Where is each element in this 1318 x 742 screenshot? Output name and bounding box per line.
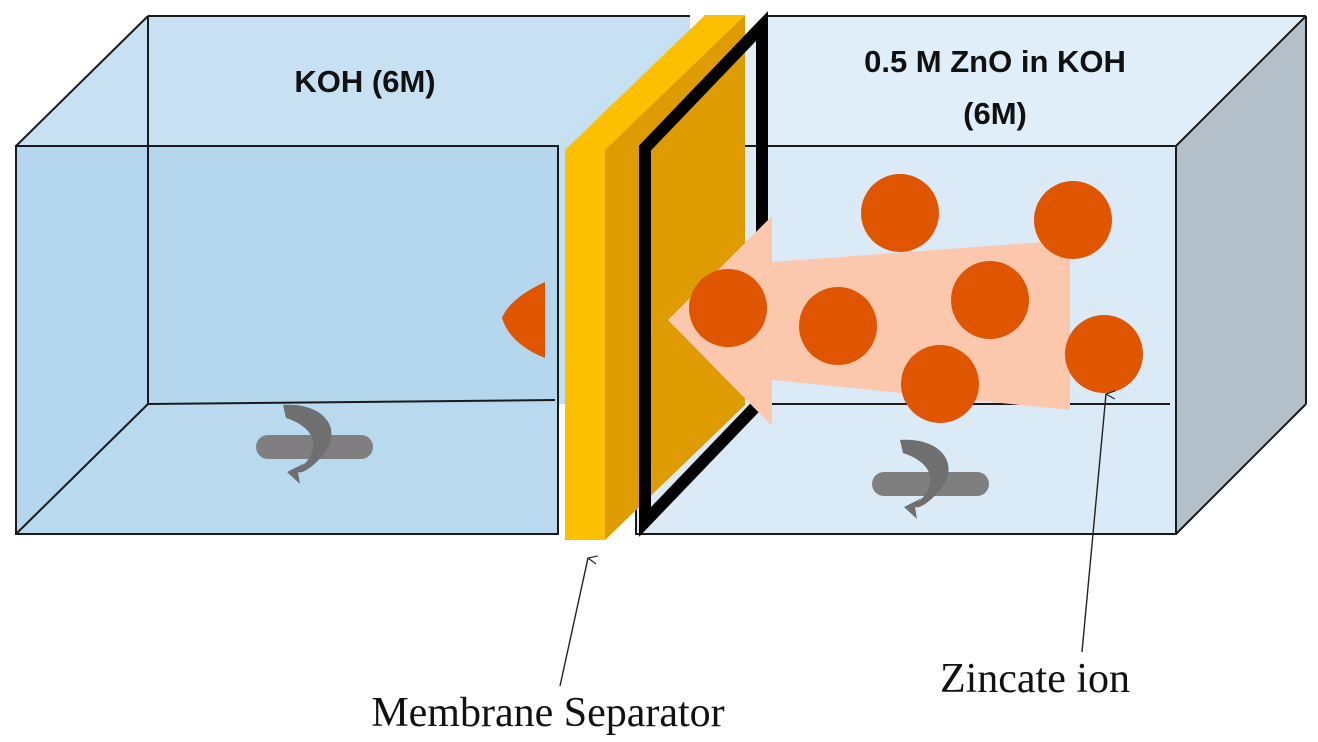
right-magnetic-stirrer	[872, 439, 989, 519]
left-tank-front-face	[16, 146, 558, 534]
pointer-arrow-icon	[1081, 394, 1106, 653]
zincate-ion-partial	[502, 282, 545, 358]
membrane-separator-label: Membrane Separator	[371, 690, 724, 736]
zincate-ion	[1034, 181, 1112, 259]
right-tank-label-line2: (6M)	[963, 96, 1027, 131]
rotation-arrow-icon	[283, 404, 332, 484]
left-tank-top-face	[16, 16, 690, 146]
pointer-arrow-icon	[559, 558, 588, 687]
right-tank-top-face	[636, 16, 1306, 146]
left-tank: KOH (6M)	[15, 15, 690, 535]
zincate-ion	[799, 287, 877, 365]
membrane-side-face	[565, 15, 745, 150]
right-tank-label-line1: 0.5 M ZnO in KOH	[864, 44, 1126, 79]
zincate-ion	[1065, 315, 1143, 393]
zincate-ion-label: Zincate ion	[940, 656, 1130, 702]
zincate-ion	[901, 345, 979, 423]
zincate-ions	[689, 174, 1143, 423]
membrane-front-face	[565, 150, 605, 540]
zincate-ion	[861, 174, 939, 252]
zincate-ion	[951, 261, 1029, 339]
rotation-arrow-icon	[900, 439, 949, 519]
left-tank-label: KOH (6M)	[294, 64, 435, 99]
zincate-ion	[689, 269, 767, 347]
right-tank-side-face	[1176, 16, 1306, 534]
left-tank-edges	[15, 15, 690, 535]
left-magnetic-stirrer	[256, 404, 373, 484]
